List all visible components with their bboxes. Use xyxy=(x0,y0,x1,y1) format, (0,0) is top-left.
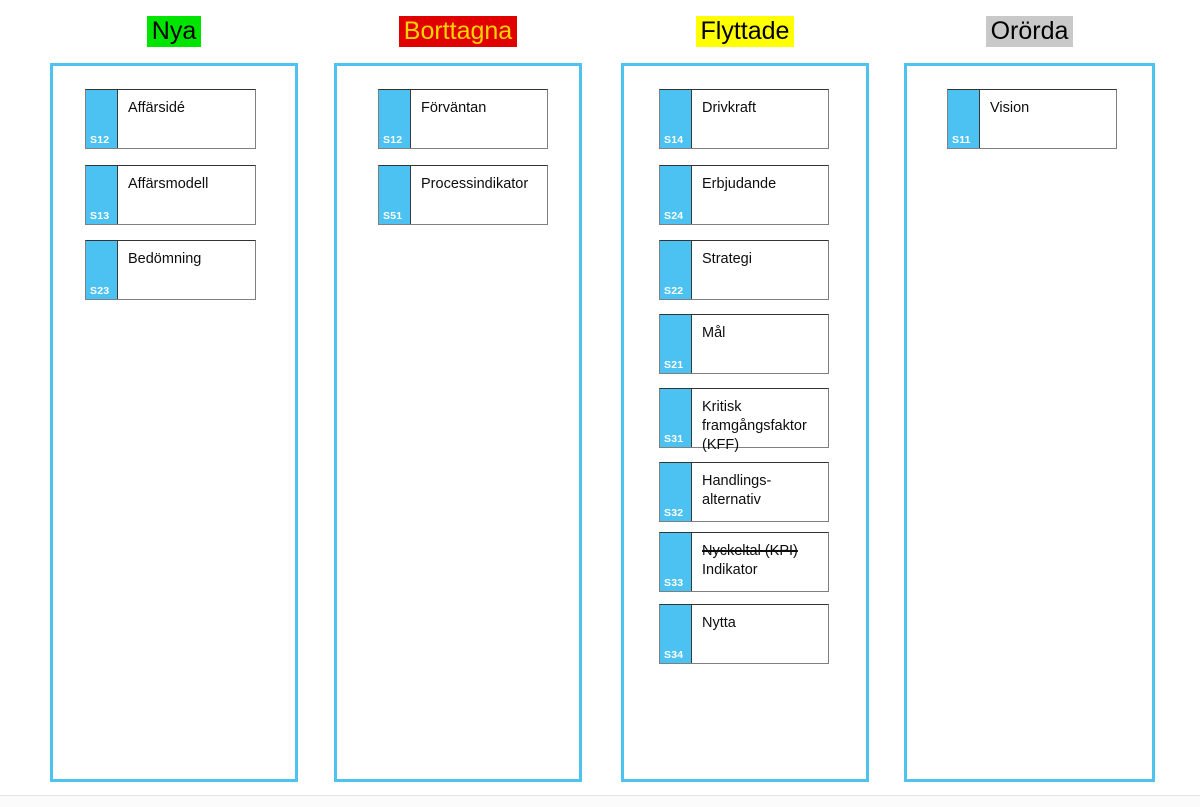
column-header-flyttade: Flyttade xyxy=(607,16,883,47)
card-title: Nytta xyxy=(702,615,736,631)
column-header-label: Flyttade xyxy=(695,16,795,47)
card-title: Förväntan xyxy=(421,100,487,116)
card-title: Bedömning xyxy=(128,251,202,267)
card-id-label: S21 xyxy=(664,359,684,371)
card-id-label: S51 xyxy=(383,210,403,222)
card-id-label: S33 xyxy=(664,577,684,589)
card-title: Kritisk framgångsfaktor (KFF) xyxy=(702,399,807,453)
card-color-strip: S13 xyxy=(86,166,118,224)
card-title: Vision xyxy=(990,100,1030,116)
card-body: Nyckeltal (KPI) Indikator xyxy=(693,533,828,591)
card-color-strip: S12 xyxy=(86,90,118,148)
column-header-ororda: Orörda xyxy=(890,16,1169,47)
card[interactable]: S12 Förväntan xyxy=(378,89,548,149)
card-body: Drivkraft xyxy=(693,90,828,148)
card-id-label: S24 xyxy=(664,210,684,222)
card-color-strip: S11 xyxy=(948,90,980,148)
column-header-nya: Nya xyxy=(36,16,312,47)
card-id-label: S12 xyxy=(383,134,403,146)
card-body: Kritisk framgångsfaktor (KFF) xyxy=(693,389,828,453)
card-color-strip: S23 xyxy=(86,241,118,299)
card-body: Mål xyxy=(693,315,828,373)
card-color-strip: S21 xyxy=(660,315,692,373)
card-id-label: S31 xyxy=(664,433,684,445)
card-id-label: S14 xyxy=(664,134,684,146)
card-color-strip: S22 xyxy=(660,241,692,299)
card-title: Mål xyxy=(702,325,726,341)
card-title-strikethrough: Nyckeltal (KPI) xyxy=(702,543,798,559)
card[interactable]: S13 Affärsmodell xyxy=(85,165,256,225)
card-id-label: S13 xyxy=(90,210,110,222)
column-ororda[interactable] xyxy=(904,63,1155,782)
page-margin-below xyxy=(0,796,1200,807)
card-color-strip: S34 xyxy=(660,605,692,663)
card[interactable]: S11 Vision xyxy=(947,89,1117,149)
card-color-strip: S12 xyxy=(379,90,411,148)
card-title: Processindikator xyxy=(421,176,529,192)
card-color-strip: S33 xyxy=(660,533,692,591)
card-title: Strategi xyxy=(702,251,752,267)
card-id-label: S11 xyxy=(952,134,971,146)
card[interactable]: S14 Drivkraft xyxy=(659,89,829,149)
card[interactable]: S21 Mål xyxy=(659,314,829,374)
card[interactable]: S12 Affärsidé xyxy=(85,89,256,149)
card-body: Affärsidé xyxy=(119,90,255,148)
card-title: Affärsidé xyxy=(128,100,185,116)
card[interactable]: S24 Erbjudande xyxy=(659,165,829,225)
card[interactable]: S32 Handlings- alternativ xyxy=(659,462,829,522)
card-body: Förväntan xyxy=(412,90,547,148)
card-color-strip: S31 xyxy=(660,389,692,447)
card[interactable]: S34 Nytta xyxy=(659,604,829,664)
column-header-borttagna: Borttagna xyxy=(320,16,596,47)
card-id-label: S34 xyxy=(664,649,684,661)
card-color-strip: S24 xyxy=(660,166,692,224)
card-body: Handlings- alternativ xyxy=(693,463,828,521)
card-title: Affärsmodell xyxy=(128,176,209,192)
card-body: Nytta xyxy=(693,605,828,663)
card-title: Drivkraft xyxy=(702,100,756,116)
page-divider xyxy=(0,795,1200,796)
card-title-text: Indikator xyxy=(702,562,758,578)
card[interactable]: S22 Strategi xyxy=(659,240,829,300)
card-body: Erbjudande xyxy=(693,166,828,224)
card[interactable]: S51 Processindikator xyxy=(378,165,548,225)
card-id-label: S22 xyxy=(664,285,684,297)
card-color-strip: S32 xyxy=(660,463,692,521)
column-header-label: Nya xyxy=(146,16,202,47)
card-color-strip: S14 xyxy=(660,90,692,148)
card-body: Bedömning xyxy=(119,241,255,299)
card-body: Strategi xyxy=(693,241,828,299)
card-id-label: S12 xyxy=(90,134,110,146)
card[interactable]: S33 Nyckeltal (KPI) Indikator xyxy=(659,532,829,592)
card-id-label: S23 xyxy=(90,285,110,297)
card-title: Nyckeltal (KPI) Indikator xyxy=(702,542,822,580)
card[interactable]: S23 Bedömning xyxy=(85,240,256,300)
card-color-strip: S51 xyxy=(379,166,411,224)
card-body: Affärsmodell xyxy=(119,166,255,224)
card-title: Handlings- alternativ xyxy=(702,473,772,508)
column-header-label: Orörda xyxy=(985,16,1074,47)
card-body: Processindikator xyxy=(412,166,547,224)
card-body: Vision xyxy=(981,90,1116,148)
card-id-label: S32 xyxy=(664,507,684,519)
card[interactable]: S31 Kritisk framgångsfaktor (KFF) xyxy=(659,388,829,453)
card-title: Erbjudande xyxy=(702,176,777,192)
column-header-label: Borttagna xyxy=(398,16,518,47)
